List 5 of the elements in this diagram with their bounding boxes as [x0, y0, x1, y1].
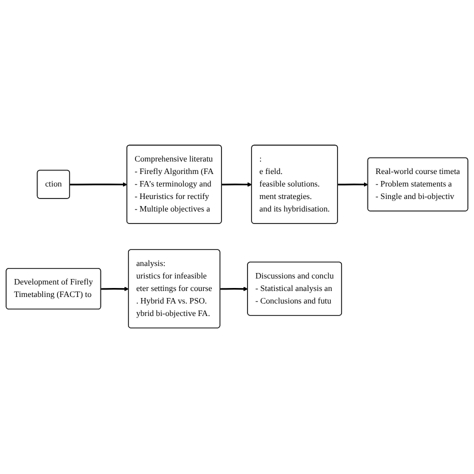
- arrow: [338, 182, 368, 188]
- arrow: [222, 182, 252, 188]
- arrow: [70, 182, 128, 188]
- arrow: [100, 287, 129, 292]
- arrow: [220, 287, 248, 292]
